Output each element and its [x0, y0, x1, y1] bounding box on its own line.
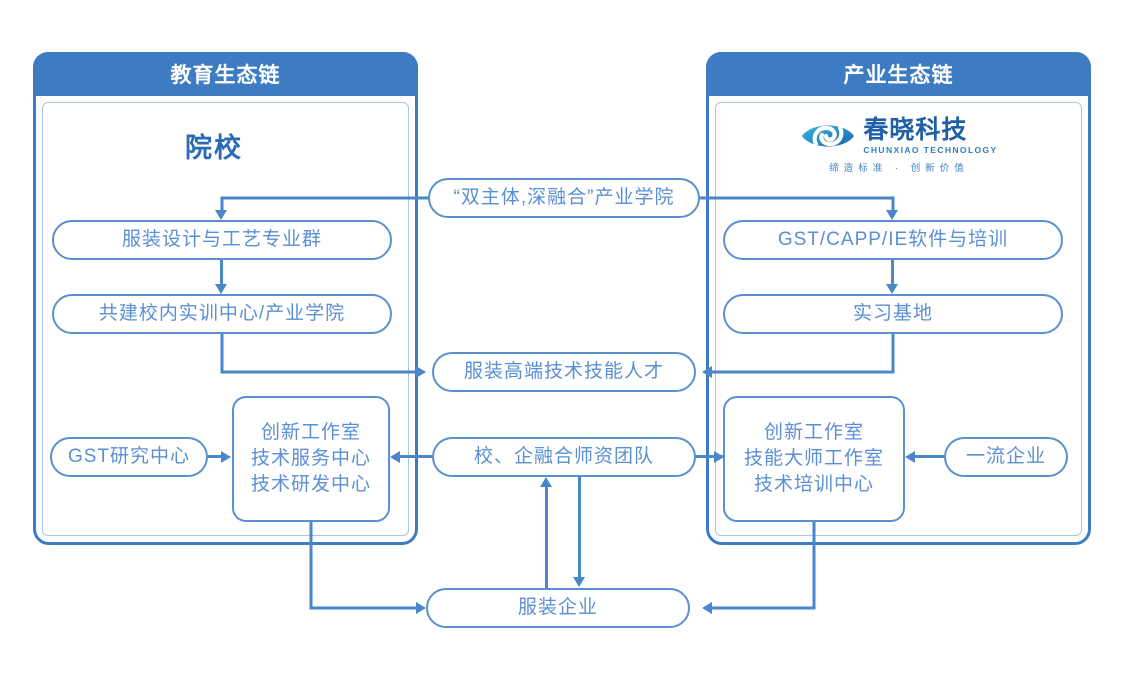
arrowhead-enterprise-to-faculty: [540, 477, 552, 487]
arrowhead-industrycollege-to-software: [886, 210, 898, 220]
connector-enterprise-to-faculty: [545, 486, 548, 588]
connector-gst-to-centers: [208, 455, 224, 458]
arrowhead-industrycollege-to-majorgroup: [215, 210, 227, 220]
node-college-centers[interactable]: 创新工作室 技术服务中心 技术研发中心: [232, 396, 390, 522]
industry-chain-header-label: 产业生态链: [843, 64, 954, 87]
node-internship-base-label: 实习基地: [852, 302, 933, 324]
logo-name-en: CHUNXIAO TECHNOLOGY: [863, 145, 998, 155]
node-college-centers-line-1: 创新工作室: [260, 421, 361, 443]
logo-name-cn: 春晓科技: [863, 116, 968, 144]
node-apparel-enterprise[interactable]: 服装企业: [426, 588, 690, 628]
node-industry-college[interactable]: “双主体,深融合”产业学院: [428, 178, 700, 218]
college-title: 院校: [185, 133, 243, 163]
arrowhead-internship-to-talent: [702, 366, 712, 378]
node-software-training-label: GST/CAPP/IE软件与培训: [777, 228, 1009, 250]
node-major-group-label: 服装设计与工艺专业群: [121, 228, 322, 250]
eye-leaf-logo-icon: [802, 125, 855, 147]
node-college-centers-line-3: 技术研发中心: [250, 474, 371, 496]
arrowhead-software-to-internship: [886, 284, 898, 294]
industry-chain-header: 产业生态链: [706, 52, 1091, 96]
node-gst-research-center[interactable]: GST研究中心: [50, 437, 208, 477]
node-faculty-team-label: 校、企融合师资团队: [473, 445, 654, 467]
node-internship-base[interactable]: 实习基地: [723, 294, 1063, 334]
arrowhead-faculty-to-college-centers: [390, 451, 400, 463]
node-major-group[interactable]: 服装设计与工艺专业群: [52, 220, 392, 260]
arrowhead-college-centers-to-enterprise: [416, 602, 426, 614]
node-software-training[interactable]: GST/CAPP/IE软件与培训: [723, 220, 1063, 260]
arrowhead-majorgroup-to-trainingcenter: [215, 284, 227, 294]
logo-wordmark: 春晓科技 CHUNXIAO TECHNOLOGY: [863, 118, 997, 155]
arrowhead-topenterprise-to-centers: [905, 451, 915, 463]
node-college-centers-line-2: 技术服务中心: [250, 447, 371, 469]
node-industry-college-label: “双主体,深融合”产业学院: [453, 186, 675, 208]
node-faculty-team[interactable]: 校、企融合师资团队: [432, 437, 696, 477]
node-gst-research-center-label: GST研究中心: [67, 445, 191, 467]
node-top-enterprise[interactable]: 一流企业: [944, 437, 1068, 477]
node-talent-label: 服装高端技术技能人才: [463, 360, 664, 382]
node-industry-centers-line-3: 技术培训中心: [753, 474, 874, 496]
connector-faculty-to-college-centers: [393, 455, 432, 458]
node-training-center[interactable]: 共建校内实训中心/产业学院: [52, 294, 392, 334]
logo-tagline: 缔造标准 · 创新价值: [829, 162, 969, 174]
connector-topenterprise-to-centers: [908, 455, 944, 458]
education-chain-header-label: 教育生态链: [170, 64, 281, 87]
connector-faculty-to-enterprise: [578, 477, 581, 579]
node-top-enterprise-label: 一流企业: [965, 445, 1046, 467]
arrowhead-gst-to-centers: [221, 451, 231, 463]
chunxiao-logo: 春晓科技 CHUNXIAO TECHNOLOGY 缔造标准 · 创新价值: [800, 118, 998, 174]
arrowhead-faculty-to-enterprise: [573, 577, 585, 587]
connector-software-to-internship: [891, 260, 894, 286]
arrowhead-faculty-to-industry-centers: [714, 451, 724, 463]
node-apparel-enterprise-label: 服装企业: [517, 596, 598, 618]
node-industry-centers-line-1: 创新工作室: [763, 421, 864, 443]
logo-top-row: 春晓科技 CHUNXIAO TECHNOLOGY: [800, 118, 997, 155]
arrowhead-industry-centers-to-enterprise: [702, 602, 712, 614]
node-training-center-label: 共建校内实训中心/产业学院: [98, 302, 346, 324]
node-industry-centers[interactable]: 创新工作室 技能大师工作室 技术培训中心: [723, 396, 905, 522]
node-talent[interactable]: 服装高端技术技能人才: [432, 352, 696, 392]
arrowhead-trainingcenter-to-talent: [416, 366, 426, 378]
node-industry-centers-line-2: 技能大师工作室: [743, 447, 884, 469]
education-chain-header: 教育生态链: [33, 52, 418, 96]
connector-faculty-to-industry-centers: [696, 455, 723, 458]
connector-majorgroup-to-trainingcenter: [220, 260, 223, 286]
